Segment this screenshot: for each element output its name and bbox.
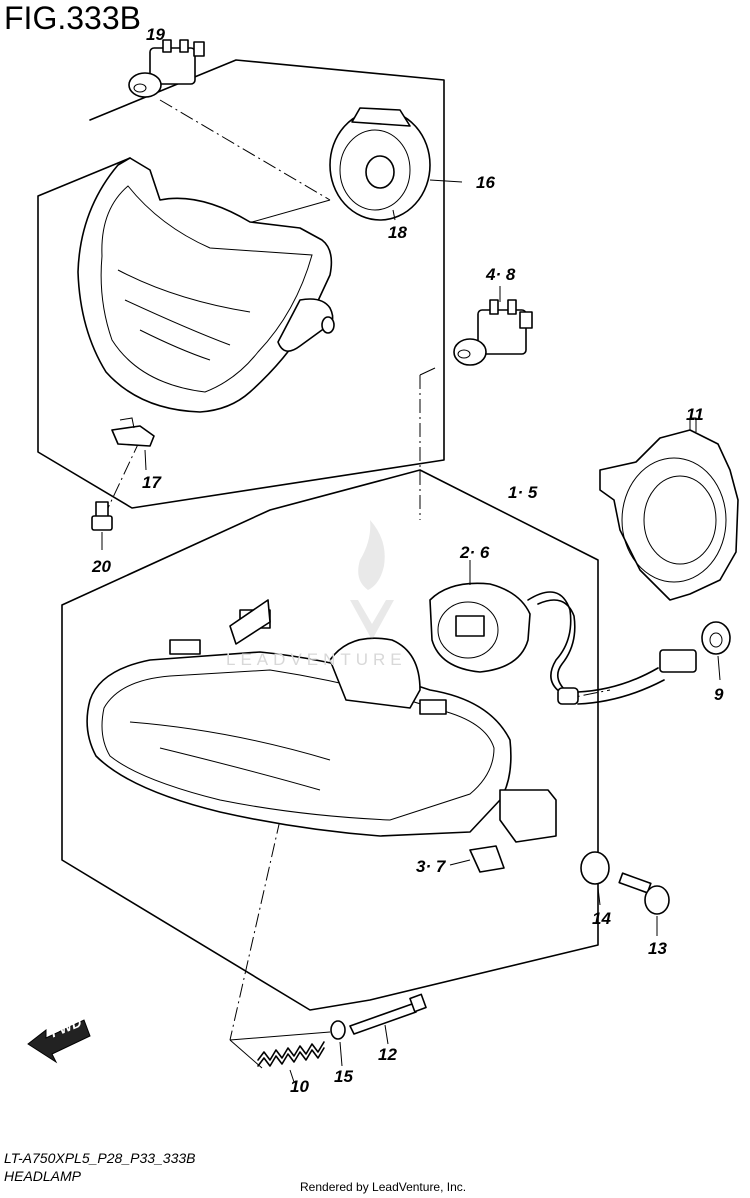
callout-3-7: 3· 7 xyxy=(416,857,446,876)
callout-12: 12 xyxy=(378,1045,397,1064)
callout-2-6: 2· 6 xyxy=(460,543,490,562)
upper-headlamp-drawing xyxy=(77,157,335,413)
grommet-14-drawing xyxy=(580,851,610,885)
bolt-13-drawing xyxy=(618,872,670,915)
callout-11: 11 xyxy=(686,405,704,424)
callout-10: 10 xyxy=(290,1077,309,1096)
spring-10-drawing xyxy=(257,1041,325,1067)
screw-20-drawing xyxy=(91,501,113,531)
grommet-9-drawing xyxy=(701,621,731,655)
lower-assembly-frame xyxy=(61,469,599,1011)
lower-headlamp-drawing xyxy=(86,599,557,843)
clip-17-drawing xyxy=(111,417,155,447)
watermark-logo-icon xyxy=(350,520,394,640)
callout-18: 18 xyxy=(388,223,407,242)
callout-15: 15 xyxy=(334,1067,353,1086)
callout-13: 13 xyxy=(648,939,667,958)
fwd-arrow-icon xyxy=(27,1019,91,1064)
bulb-19-drawing xyxy=(128,39,205,98)
clip-37-drawing xyxy=(469,845,505,873)
callout-1-5: 1· 5 xyxy=(508,483,538,502)
callout-14: 14 xyxy=(592,909,611,928)
render-credit: Rendered by LeadVenture, Inc. xyxy=(300,1180,467,1194)
bulb-48-drawing xyxy=(453,299,533,366)
callout-4-8: 4· 8 xyxy=(486,265,516,284)
section-name: HEADLAMP xyxy=(4,1168,82,1184)
callout-9: 9 xyxy=(714,685,724,704)
figure-title: FIG.333B xyxy=(4,0,141,36)
screw-12-drawing xyxy=(349,993,427,1035)
shroud-16-drawing xyxy=(329,107,431,221)
washer-15-drawing xyxy=(330,1020,346,1040)
upper-assembly-frame xyxy=(37,59,445,509)
callout-20: 20 xyxy=(92,557,111,576)
socket-26-drawing xyxy=(429,582,697,705)
model-code: LT-A750XPL5_P28_P33_333B xyxy=(4,1150,196,1166)
callout-19: 19 xyxy=(146,25,165,44)
ring-11-drawing xyxy=(599,417,739,601)
watermark-text: LEADVENTURE xyxy=(226,650,407,669)
callout-16: 16 xyxy=(476,173,495,192)
callout-17: 17 xyxy=(142,473,161,492)
